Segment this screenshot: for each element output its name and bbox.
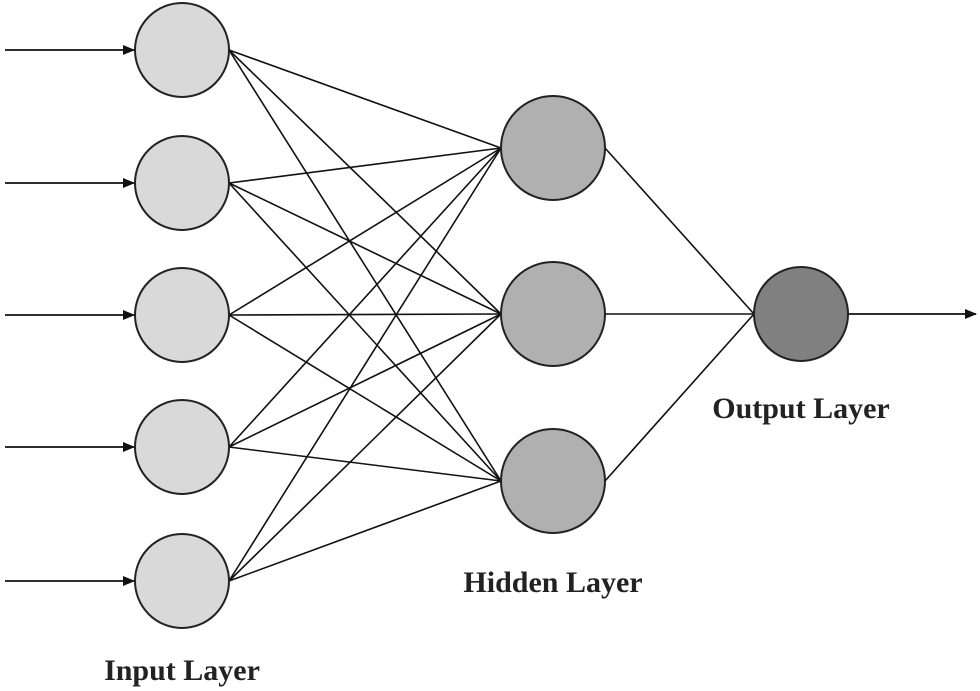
connection-input-2-to-hidden-1: [228, 147, 502, 184]
input-neuron-5: [134, 533, 230, 629]
connection-input-3-to-hidden-2: [228, 313, 502, 316]
connection-input-2-to-hidden-3: [228, 182, 502, 482]
connection-input-1-to-hidden-1: [228, 49, 502, 149]
connection-input-2-to-hidden-2: [228, 182, 502, 315]
hidden-neuron-1: [500, 95, 606, 201]
input-neuron-4: [134, 399, 230, 495]
connection-hidden-1-to-output-1: [604, 147, 755, 315]
arrows-group: [5, 45, 977, 586]
connection-input-5-to-hidden-2: [228, 313, 502, 582]
connection-input-3-to-hidden-1: [228, 147, 502, 316]
input-neuron-3: [134, 267, 230, 363]
input-layer-label: Input Layer: [104, 654, 260, 687]
hidden-neuron-3: [500, 428, 606, 534]
connections-group: [228, 49, 755, 582]
connection-hidden-3-to-output-1: [604, 313, 755, 482]
connection-input-5-to-hidden-1: [228, 147, 502, 582]
connection-input-5-to-hidden-3: [228, 480, 502, 582]
connection-input-1-to-hidden-3: [228, 49, 502, 482]
output-neuron-1: [753, 266, 849, 362]
input-neuron-1: [134, 2, 230, 98]
connection-input-1-to-hidden-2: [228, 49, 502, 315]
neurons-group: [134, 2, 849, 629]
hidden-layer-label: Hidden Layer: [463, 566, 642, 599]
connection-input-3-to-hidden-3: [228, 314, 502, 482]
hidden-neuron-2: [500, 261, 606, 367]
connection-input-4-to-hidden-1: [228, 147, 502, 448]
input-neuron-2: [134, 135, 230, 231]
connection-input-4-to-hidden-3: [228, 446, 502, 482]
connection-input-4-to-hidden-2: [228, 313, 502, 448]
output-layer-label: Output Layer: [712, 392, 890, 425]
